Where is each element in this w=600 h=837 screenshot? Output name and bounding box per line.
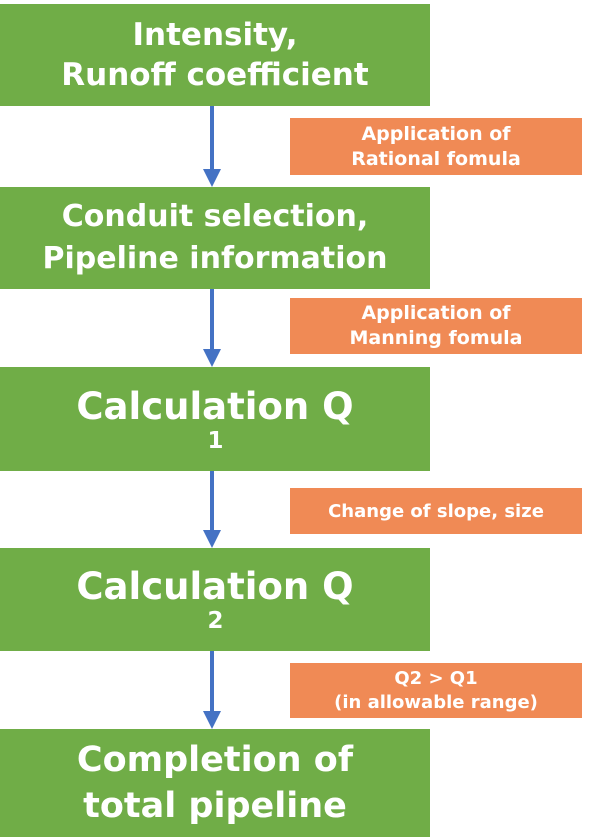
note-line: Application of <box>361 302 511 324</box>
note-line: Change of slope, size <box>328 500 544 522</box>
step-line: Runoff coefficient <box>61 57 369 93</box>
note-rational-formula: Application of Rational fomula <box>290 118 582 175</box>
arrow-down-icon <box>202 651 222 729</box>
subscript: 2 <box>207 608 224 634</box>
step-line: Intensity, <box>132 17 298 53</box>
step-line: Completion of <box>76 740 354 780</box>
step-text: Calculation Q <box>76 565 354 608</box>
step-intensity-runoff: Intensity, Runoff coefficient <box>0 4 430 106</box>
arrow-down-icon <box>202 289 222 367</box>
step-conduit-selection: Conduit selection, Pipeline information <box>0 187 430 289</box>
subscript: 1 <box>207 427 224 454</box>
note-line: Application of <box>361 122 511 145</box>
arrow-down-icon <box>202 471 222 548</box>
note-manning-formula: Application of Manning fomula <box>290 298 582 354</box>
step-text: Calculation Q <box>76 384 354 428</box>
step-line: Conduit selection, <box>61 199 369 234</box>
note-line: (in allowable range) <box>334 691 538 713</box>
step-completion: Completion of total pipeline <box>0 729 430 837</box>
note-line: Rational fomula <box>351 147 521 170</box>
note-change-slope-size: Change of slope, size <box>290 488 582 534</box>
step-line: total pipeline <box>83 786 347 826</box>
step-line: Pipeline information <box>42 241 388 276</box>
note-line: Manning fomula <box>349 327 523 349</box>
note-q2-greater-q1: Q2 > Q1 (in allowable range) <box>290 663 582 718</box>
arrow-down-icon <box>202 106 222 187</box>
note-line: Q2 > Q1 <box>394 667 478 689</box>
